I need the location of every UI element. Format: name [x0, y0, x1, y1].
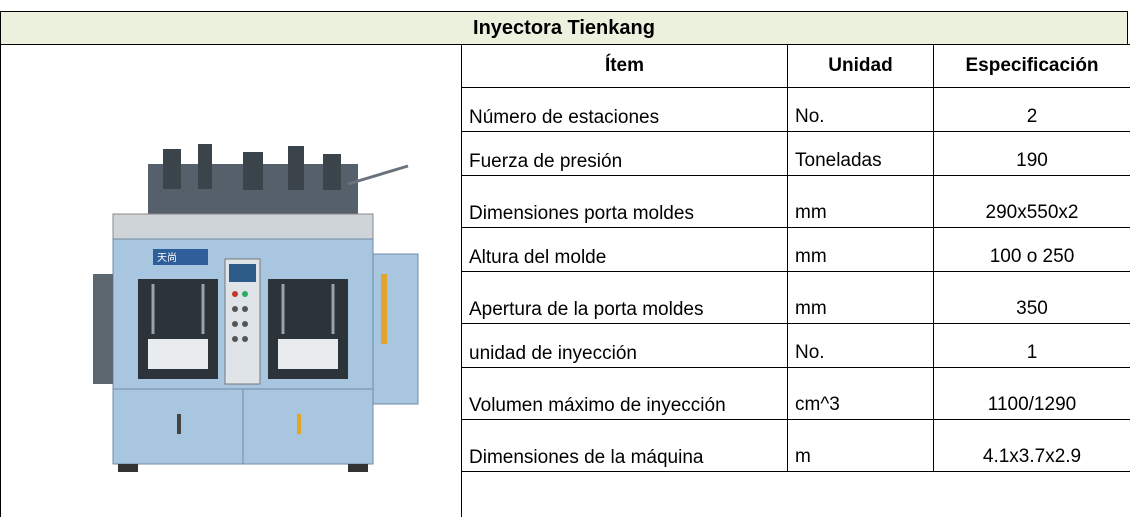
row-spec: 4.1x3.7x2.9	[933, 419, 1130, 472]
row-item: Dimensiones de la máquina	[461, 419, 788, 472]
row-spec: 100 o 250	[933, 227, 1130, 272]
row-item: Dimensiones porta moldes	[461, 175, 788, 228]
table-title: Inyectora Tienkang	[0, 11, 1128, 45]
row-spec: 190	[933, 131, 1130, 176]
row-item: Altura del molde	[461, 227, 788, 272]
table-row: Altura del molde mm 100 o 250	[461, 227, 1130, 272]
row-item: Apertura de la porta moldes	[461, 271, 788, 324]
header-spec: Especificación	[933, 44, 1130, 88]
table-header-row: Ítem Unidad Especificación	[461, 44, 1130, 88]
row-item: Volumen máximo de inyección	[461, 367, 788, 420]
row-item: Número de estaciones	[461, 87, 788, 132]
machine-photo-cell: 天尚	[0, 44, 462, 517]
table-row: Dimensiones porta moldes mm 290x550x2	[461, 175, 1130, 228]
table-row: Dimensiones de la máquina m 4.1x3.7x2.9	[461, 419, 1130, 472]
row-spec: 1100/1290	[933, 367, 1130, 420]
header-unit: Unidad	[787, 44, 934, 88]
row-spec: 350	[933, 271, 1130, 324]
row-unit: mm	[787, 271, 934, 324]
table-row: Fuerza de presión Toneladas 190	[461, 131, 1130, 176]
svg-text:天尚: 天尚	[157, 251, 177, 264]
row-unit: m	[787, 419, 934, 472]
row-spec: 1	[933, 323, 1130, 368]
table-row: Número de estaciones No. 2	[461, 87, 1130, 132]
row-unit: Toneladas	[787, 131, 934, 176]
table-row: Volumen máximo de inyección cm^3 1100/12…	[461, 367, 1130, 420]
row-unit: mm	[787, 227, 934, 272]
header-item: Ítem	[461, 44, 788, 88]
row-unit: cm^3	[787, 367, 934, 420]
table-row: unidad de inyección No. 1	[461, 323, 1130, 368]
spec-table: Ítem Unidad Especificación Número de est…	[461, 44, 1130, 472]
row-unit: mm	[787, 175, 934, 228]
row-unit: No.	[787, 87, 934, 132]
row-spec: 2	[933, 87, 1130, 132]
row-unit: No.	[787, 323, 934, 368]
injection-machine-image: 天尚	[93, 144, 419, 472]
table-row: Apertura de la porta moldes mm 350	[461, 271, 1130, 324]
row-spec: 290x550x2	[933, 175, 1130, 228]
row-item: Fuerza de presión	[461, 131, 788, 176]
row-item: unidad de inyección	[461, 323, 788, 368]
